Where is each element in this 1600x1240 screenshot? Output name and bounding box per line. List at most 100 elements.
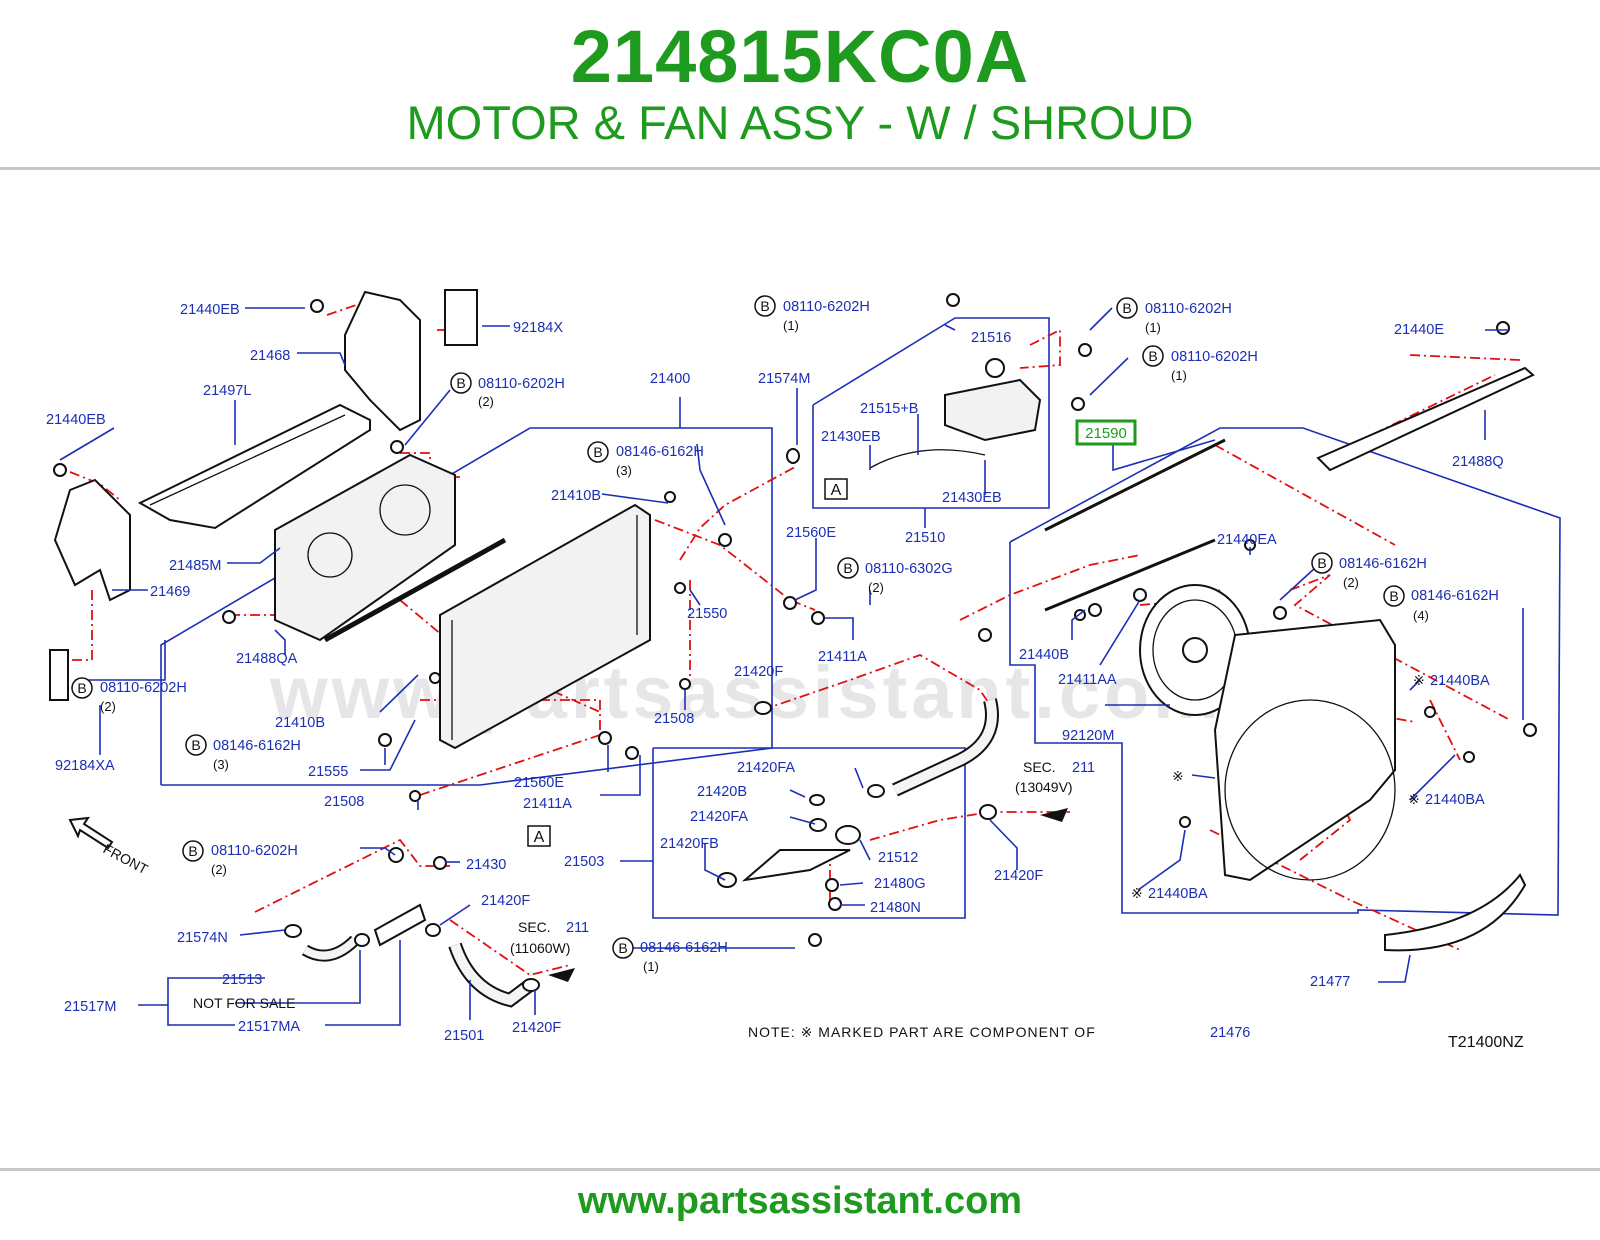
part-label-21550[interactable]: 21550 [687, 606, 727, 622]
part-label-08146-6162h-d[interactable]: 08146-6162H [1411, 588, 1499, 604]
part-label-08146-6162h-b[interactable]: 08146-6162H [213, 738, 301, 754]
part-label-21440eb[interactable]: 21440EB [180, 302, 240, 318]
b-marker: B [1122, 300, 1131, 316]
part-label-21420f-b[interactable]: 21420F [994, 868, 1043, 884]
header-divider [0, 167, 1600, 170]
part-label-21440ba-c[interactable]: 21440BA [1148, 886, 1208, 902]
part-label-21512[interactable]: 21512 [878, 850, 918, 866]
qty-label: (4) [1413, 608, 1429, 623]
part-label-08110-6202h-e[interactable]: 08110-6202H [1171, 349, 1258, 365]
part-label-21497l[interactable]: 21497L [203, 383, 251, 399]
part-label-21480n[interactable]: 21480N [870, 900, 921, 916]
part-label-21430eb-b[interactable]: 21430EB [942, 490, 1002, 506]
part-label-21485m[interactable]: 21485M [169, 558, 221, 574]
part-label-21508[interactable]: 21508 [324, 794, 364, 810]
part-label-21440ba[interactable]: 21440BA [1430, 673, 1490, 689]
part-label-21516[interactable]: 21516 [971, 330, 1011, 346]
part-label-21488q[interactable]: 21488Q [1452, 454, 1504, 470]
part-label-08146-6162h[interactable]: 08146-6162H [616, 444, 704, 460]
part-label-21469[interactable]: 21469 [150, 584, 190, 600]
part-label-21501[interactable]: 21501 [444, 1028, 484, 1044]
svg-text:211: 211 [1072, 760, 1095, 776]
radiator-part [439, 503, 651, 750]
section-reference-11060w[interactable]: SEC. 211 (11060W) [510, 919, 589, 956]
part-label-21515b[interactable]: 21515+B [860, 401, 918, 417]
part-label-21440ea[interactable]: 21440EA [1217, 532, 1277, 548]
mark-icon: ※ [1131, 885, 1143, 901]
b-marker: B [191, 737, 200, 753]
b-marker: B [456, 375, 465, 391]
part-label-08110-6202h-b[interactable]: 08110-6202H [100, 680, 187, 696]
sec-arrow-11060w-icon [548, 968, 575, 982]
part-label-21411a[interactable]: 21411A [818, 649, 867, 665]
highlighted-part-box [1075, 419, 1137, 446]
b-marker: B [1317, 555, 1326, 571]
a-marker: A [534, 829, 545, 846]
b-marker: B [77, 680, 86, 696]
part-label-21440eb-b[interactable]: 21440EB [46, 412, 106, 428]
note-text: NOTE: ※ MARKED PART ARE COMPONENT OF [748, 1024, 1096, 1040]
part-label-08110-6202h-d[interactable]: 08110-6202H [1145, 301, 1232, 317]
part-label-21430[interactable]: 21430 [466, 857, 506, 873]
part-label-21411aa[interactable]: 21411AA [1058, 672, 1117, 688]
part-label-21420fa-b[interactable]: 21420FA [690, 809, 748, 825]
part-drawings [49, 289, 1537, 1008]
part-label-21468[interactable]: 21468 [250, 348, 290, 364]
part-label-21420fb[interactable]: 21420FB [660, 836, 719, 852]
part-label-21477[interactable]: 21477 [1310, 974, 1350, 990]
part-label-21517ma[interactable]: 21517MA [238, 1019, 300, 1035]
part-label-21440ba-b[interactable]: 21440BA [1425, 792, 1485, 808]
footer-url[interactable]: www.partsassistant.com [577, 1180, 1023, 1222]
part-label-08110-6302g[interactable]: 08110-6302G [865, 561, 953, 577]
part-label-21440b[interactable]: 21440B [1019, 647, 1069, 663]
qty-label: (3) [616, 463, 632, 478]
part-label-08110-6202h-f[interactable]: 08110-6202H [211, 843, 298, 859]
front-arrow-icon [68, 816, 114, 850]
part-label-21430eb[interactable]: 21430EB [821, 429, 881, 445]
part-label-21411a-b[interactable]: 21411A [523, 796, 572, 812]
part-label-21560e[interactable]: 21560E [786, 525, 836, 541]
part-label-08146-6162h-e[interactable]: 08146-6162H [640, 940, 728, 956]
part-label-21503[interactable]: 21503 [564, 854, 604, 870]
part-label-21574m[interactable]: 21574M [758, 371, 810, 387]
note-part-link[interactable]: 21476 [1210, 1025, 1250, 1041]
part-label-21574n[interactable]: 21574N [177, 930, 228, 946]
mark-icon: ※ [1408, 791, 1420, 807]
clamp-markers [284, 448, 997, 992]
part-label-21590[interactable]: 21590 [1085, 425, 1127, 442]
qty-label: (2) [868, 580, 884, 595]
part-label-21400[interactable]: 21400 [650, 371, 690, 387]
sec-arrow-13049v-icon [1040, 808, 1068, 822]
a-marker: A [831, 482, 842, 499]
part-label-08110-6202h-c[interactable]: 08110-6202H [783, 299, 870, 315]
part-label-21410b[interactable]: 21410B [551, 488, 601, 504]
part-label-08146-6162h-c[interactable]: 08146-6162H [1339, 556, 1427, 572]
part-label-21510[interactable]: 21510 [905, 530, 945, 546]
part-label-21410b-b[interactable]: 21410B [275, 715, 325, 731]
part-label-21420b[interactable]: 21420B [697, 784, 747, 800]
part-label-92184xa[interactable]: 92184XA [55, 758, 115, 774]
part-label-21420f[interactable]: 21420F [734, 664, 783, 680]
part-label-21517m[interactable]: 21517M [64, 999, 116, 1015]
part-label-92120m[interactable]: 92120M [1062, 728, 1114, 744]
svg-text:SEC.: SEC. [518, 919, 551, 935]
svg-text:(11060W): (11060W) [510, 940, 570, 956]
part-label-21440e[interactable]: 21440E [1394, 322, 1444, 338]
part-label-21555[interactable]: 21555 [308, 764, 348, 780]
part-label-21488qa[interactable]: 21488QA [236, 651, 298, 667]
part-label-21420f-c[interactable]: 21420F [481, 893, 530, 909]
part-label-21420fa[interactable]: 21420FA [737, 760, 795, 776]
part-label-21420f-d[interactable]: 21420F [512, 1020, 561, 1036]
section-reference-13049v[interactable]: SEC. 211 (13049V) [1015, 759, 1095, 795]
reservoir-tank-part [944, 378, 1042, 442]
b-marker: B [188, 843, 197, 859]
qty-label: (3) [213, 757, 229, 772]
part-label-92184x[interactable]: 92184X [513, 320, 563, 336]
part-label-21560e-b[interactable]: 21560E [514, 775, 564, 791]
qty-label: (1) [1145, 320, 1161, 335]
part-label-21513[interactable]: 21513 [222, 972, 262, 988]
part-label-21480g[interactable]: 21480G [874, 876, 926, 892]
part-label-21508-b[interactable]: 21508 [654, 711, 694, 727]
part-label-08110-6202h[interactable]: 08110-6202H [478, 376, 565, 392]
